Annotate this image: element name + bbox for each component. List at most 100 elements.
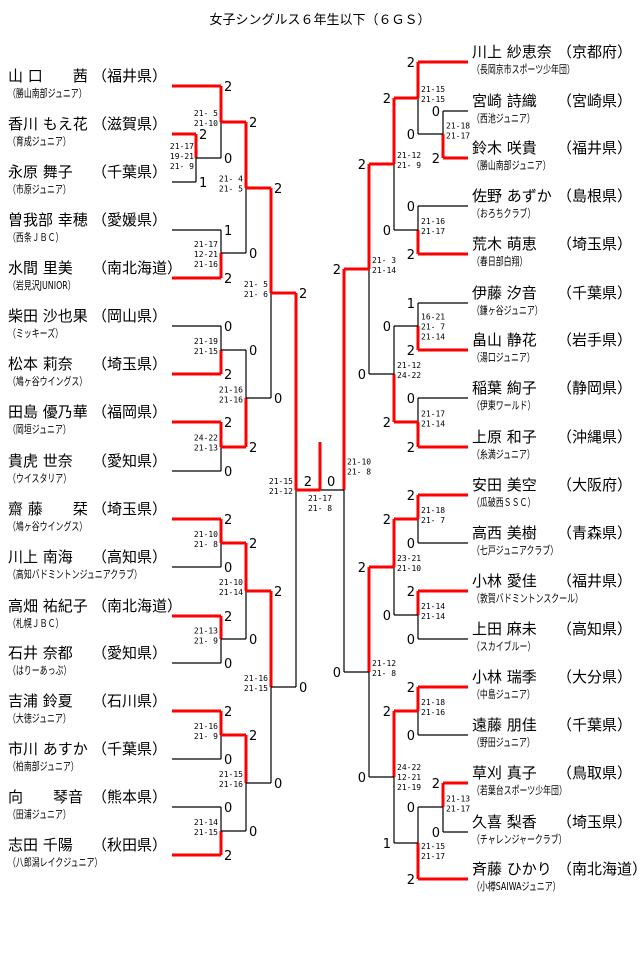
player-score: 2 (383, 705, 391, 720)
player-score: 0 (224, 753, 232, 768)
game-score: 16-21 (421, 313, 445, 322)
player-name: 小林 瑞季 (472, 668, 537, 686)
game-score: 21- 5 (219, 185, 243, 194)
player-score: 0 (432, 105, 440, 120)
player-name: 香川 もえ花 (8, 115, 88, 133)
player-club: （八郎潟レイクジュニア） (8, 856, 103, 869)
player-score: 2 (224, 513, 232, 528)
game-score: 21- 3 (372, 256, 396, 265)
game-score: 21-17 (421, 227, 445, 236)
player-name: 市川 あすか (8, 740, 88, 758)
player-prefecture: （千葉県） (557, 284, 633, 302)
player-name: 安田 美空 (472, 476, 537, 494)
player-prefecture: （青森県） (557, 524, 633, 542)
player-score: 0 (383, 320, 391, 335)
player-name: 宮崎 詩織 (472, 92, 537, 110)
player-prefecture: （大阪府） (557, 476, 633, 494)
player-prefecture: （埼玉県） (92, 500, 168, 518)
player-prefecture: （南北海道） (92, 597, 183, 615)
game-score: 21-14 (421, 612, 445, 621)
player-name: 久喜 梨香 (472, 813, 537, 831)
player-score: 2 (274, 182, 282, 197)
player-score: 1 (383, 837, 391, 852)
player-name: 川上 南海 (8, 548, 73, 566)
player-club: （糸満ジュニア） (472, 448, 535, 461)
player-club: （ウイスタリア） (8, 472, 72, 485)
game-score: 21-10 (219, 578, 243, 587)
player-score: 0 (224, 801, 232, 816)
game-score: 21-16 (421, 708, 445, 717)
player-score: 1 (224, 224, 232, 239)
game-score: 21-16 (194, 260, 218, 269)
player-score: 0 (224, 152, 232, 167)
player-club: （小樽SAIWAジュニア） (472, 880, 561, 893)
player-name: 石井 奈都 (8, 644, 73, 662)
player-name: 志田 千陽 (8, 836, 73, 854)
game-score: 21- 5 (194, 109, 218, 118)
game-score: 21-15 (194, 347, 218, 356)
player-prefecture: （南北海道） (92, 259, 183, 277)
player-name: 鈴木 咲貴 (472, 139, 537, 157)
player-score: 2 (333, 263, 341, 278)
player-score: 2 (407, 56, 415, 71)
player-score: 2 (249, 441, 257, 456)
game-score: 21-15 (219, 770, 243, 779)
player-score: 0 (299, 681, 307, 696)
game-score: 21-16 (219, 386, 243, 395)
player-score: 0 (224, 657, 232, 672)
player-score: 0 (407, 729, 415, 744)
player-prefecture: （宮崎県） (557, 92, 633, 110)
game-score: 21-15 (244, 684, 268, 693)
game-score: 21-14 (372, 266, 396, 275)
game-score: 21-14 (421, 333, 445, 342)
player-name: 草刈 真子 (472, 764, 537, 782)
game-score: 21-10 (194, 119, 218, 128)
game-score: 12-21 (194, 250, 218, 259)
player-prefecture: （福井県） (92, 67, 168, 85)
player-club: （岩見沢JUNIOR） (8, 279, 76, 292)
player-prefecture: （福井県） (557, 572, 633, 590)
game-score: 21-16 (244, 674, 268, 683)
player-name: 貴虎 世奈 (8, 452, 73, 470)
player-score: 0 (333, 666, 341, 681)
game-score: 21-15 (421, 85, 445, 94)
player-score: 2 (299, 287, 307, 302)
game-score: 21-17 (170, 142, 194, 151)
player-score: 2 (358, 158, 366, 173)
game-score: 21-17 (446, 805, 470, 814)
player-score: 0 (358, 771, 366, 786)
player-score: 0 (224, 320, 232, 335)
game-score: 21-14 (421, 420, 445, 429)
player-club: （若葉台スポーツ少年団） (472, 784, 567, 797)
player-prefecture: （埼玉県） (557, 813, 633, 831)
game-score: 21- 7 (421, 323, 445, 332)
player-score: 2 (358, 561, 366, 576)
game-score: 21-15 (421, 95, 445, 104)
game-score: 21-14 (219, 588, 243, 597)
player-score: 0 (249, 633, 257, 648)
game-score: 21-14 (194, 818, 218, 827)
player-name: 曽我部 幸穂 (8, 211, 88, 229)
player-prefecture: （千葉県） (92, 740, 168, 758)
game-score: 21-17 (194, 240, 218, 249)
player-name: 齋 藤 栞 (8, 500, 88, 518)
player-name: 小林 愛佳 (472, 572, 537, 590)
player-prefecture: （秋田県） (92, 836, 168, 854)
game-score: 21-19 (194, 337, 218, 346)
player-prefecture: （熊本県） (92, 788, 168, 806)
game-score: 21-16 (219, 396, 243, 405)
player-score: 2 (383, 92, 391, 107)
player-prefecture: （福岡県） (92, 403, 168, 421)
player-name: 遠藤 朋佳 (472, 716, 537, 734)
player-club: （田浦ジュニア） (8, 808, 71, 821)
player-score: 2 (407, 248, 415, 263)
game-score: 21-10 (347, 458, 371, 467)
game-score: 19-21 (170, 152, 194, 161)
game-score: 21- 9 (397, 161, 421, 170)
player-club: （七戸ジュニアクラブ） (472, 544, 559, 557)
player-club: （柏南部ジュニア） (8, 760, 79, 773)
player-prefecture: （愛知県） (92, 644, 168, 662)
player-club: （勝山南部ジュニア） (472, 159, 551, 172)
player-name: 伊藤 汐音 (472, 284, 537, 302)
game-score: 21- 8 (372, 669, 396, 678)
